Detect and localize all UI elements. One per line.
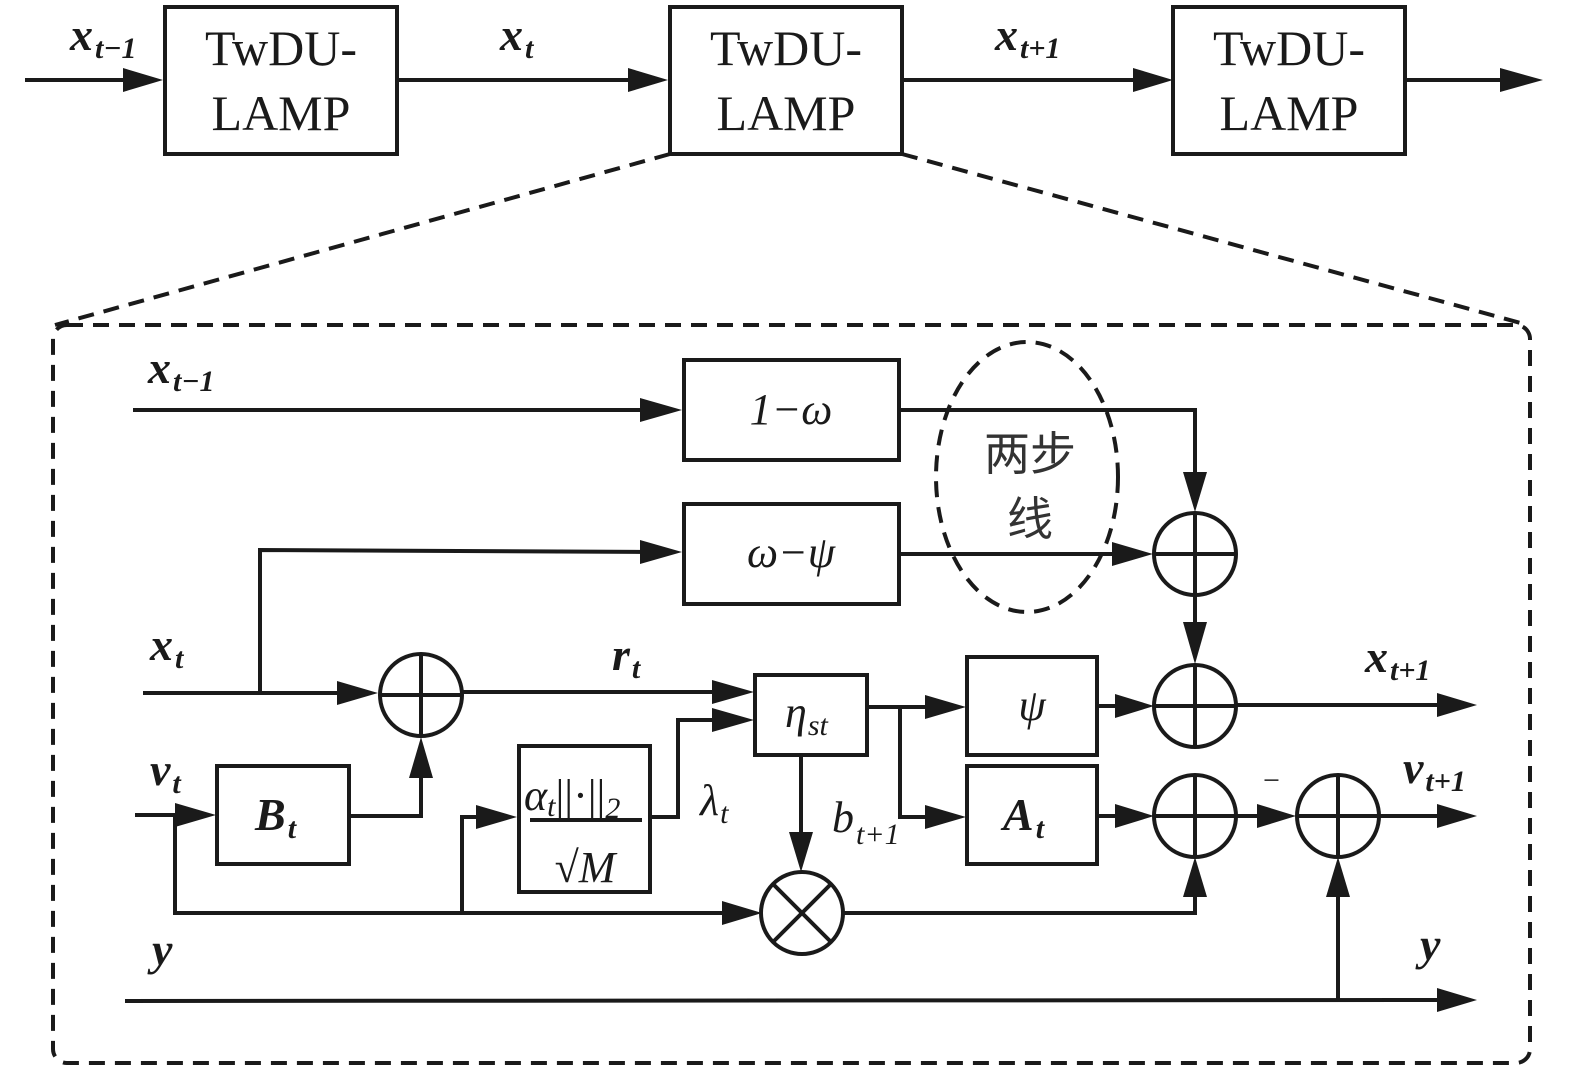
chain-label-x-prev: xt−1	[69, 9, 137, 65]
signal-label-r-t: rt	[612, 629, 642, 685]
signal-label-b-next: bt+1	[832, 793, 900, 851]
wire-v-t-loop	[173, 815, 730, 915]
wire-B-t-out	[349, 770, 423, 818]
arrow-head-icon	[712, 708, 754, 732]
two-step-ellipse	[934, 340, 1120, 614]
arrow-head-icon	[640, 540, 682, 564]
arrow-head-icon	[925, 805, 966, 829]
arrow-head-icon	[1133, 68, 1173, 92]
zoom-line-right	[901, 152, 1529, 327]
block-B-t-label: Bt	[254, 789, 298, 845]
input-label-y: y	[147, 924, 173, 975]
zoom-line-left	[54, 152, 671, 327]
multiply-icon	[771, 882, 833, 944]
wire-eta-branch-down	[898, 707, 935, 819]
wire-y	[124, 998, 1446, 1003]
top-chain: xt−1 TwDU- LAMP xt TwDU- LAMP xt+1 TwDU-…	[25, 5, 1543, 156]
block-one-minus-omega	[682, 358, 901, 462]
wire-v-t-to-norm	[460, 815, 490, 913]
arrow-head-icon	[409, 737, 433, 778]
block-one-minus-omega-label: 1−ω	[750, 385, 833, 434]
arrow-head-icon	[1112, 542, 1153, 566]
block-2-line2: LAMP	[717, 85, 856, 141]
block-2-line1: TwDU-	[710, 20, 862, 76]
wire-multiply-out	[843, 890, 1197, 915]
arrow-head-icon	[1115, 804, 1154, 828]
detail-frame	[51, 323, 1532, 1065]
block-3-line2: LAMP	[1220, 85, 1359, 141]
arrow-head-icon	[123, 68, 163, 92]
two-step-label-line1: 两步	[984, 427, 1076, 481]
block-psi-label: ψ	[1018, 681, 1046, 730]
chain-label-x-next: xt+1	[994, 9, 1060, 65]
arrow-head-icon	[722, 901, 762, 925]
arrow-head-icon	[1500, 68, 1543, 92]
detail-view: xt−1 1−ω ω−ψ 两步 线 xt rt	[124, 340, 1477, 1012]
arrow-head-icon	[1183, 472, 1207, 512]
arrow-head-icon	[628, 68, 668, 92]
input-label-x-t: xt	[149, 619, 185, 675]
block-A-t-label: At	[1000, 789, 1046, 845]
output-label-x-next: xt+1	[1364, 631, 1430, 687]
block-omega-minus-psi	[682, 502, 901, 606]
two-step-label-line2: 线	[1007, 492, 1053, 546]
arrow-head-icon	[1437, 693, 1477, 717]
input-label-v-t: vt	[150, 744, 182, 800]
block-omega-minus-psi-label: ω−ψ	[747, 528, 836, 577]
arrow-head-icon	[640, 398, 682, 422]
arrow-head-icon	[1437, 804, 1477, 828]
arrow-head-icon	[1437, 988, 1477, 1012]
arrow-head-icon	[789, 832, 813, 872]
wire-xt-branch	[258, 547, 651, 693]
arrow-head-icon	[1115, 694, 1154, 718]
output-label-v-next: vt+1	[1403, 742, 1466, 798]
twdu-lamp-block-3	[1171, 5, 1407, 156]
arrow-head-icon	[1183, 622, 1207, 664]
wire-lambda-t	[650, 718, 720, 819]
signal-label-lambda-t: λt	[698, 776, 729, 830]
arrow-head-icon	[337, 681, 378, 705]
block-eta-st	[753, 673, 869, 757]
arrow-head-icon	[1257, 804, 1296, 828]
arrow-head-icon	[925, 695, 966, 719]
arrow-head-icon	[476, 805, 517, 829]
block-3-line1: TwDU-	[1213, 20, 1365, 76]
arrow-head-icon	[1183, 857, 1207, 897]
block-psi	[965, 655, 1099, 757]
output-label-y: y	[1415, 919, 1441, 970]
arrow-head-icon	[175, 803, 216, 827]
block-norm-denominator: √M	[555, 843, 618, 892]
block-norm-numerator: αt||·||2	[524, 771, 620, 825]
wire-one-minus-omega-out	[899, 408, 1197, 480]
chain-label-x-t: xt	[499, 9, 535, 65]
minus-sign-label: −	[1263, 764, 1280, 797]
twdu-lamp-block-2	[668, 5, 904, 156]
arrow-head-icon	[1326, 857, 1350, 897]
block-1-line1: TwDU-	[205, 20, 357, 76]
block-1-line2: LAMP	[212, 85, 351, 141]
block-eta-st-label: ηst	[785, 688, 829, 742]
arrow-head-icon	[712, 680, 754, 704]
input-label-x-prev: xt−1	[147, 342, 215, 398]
